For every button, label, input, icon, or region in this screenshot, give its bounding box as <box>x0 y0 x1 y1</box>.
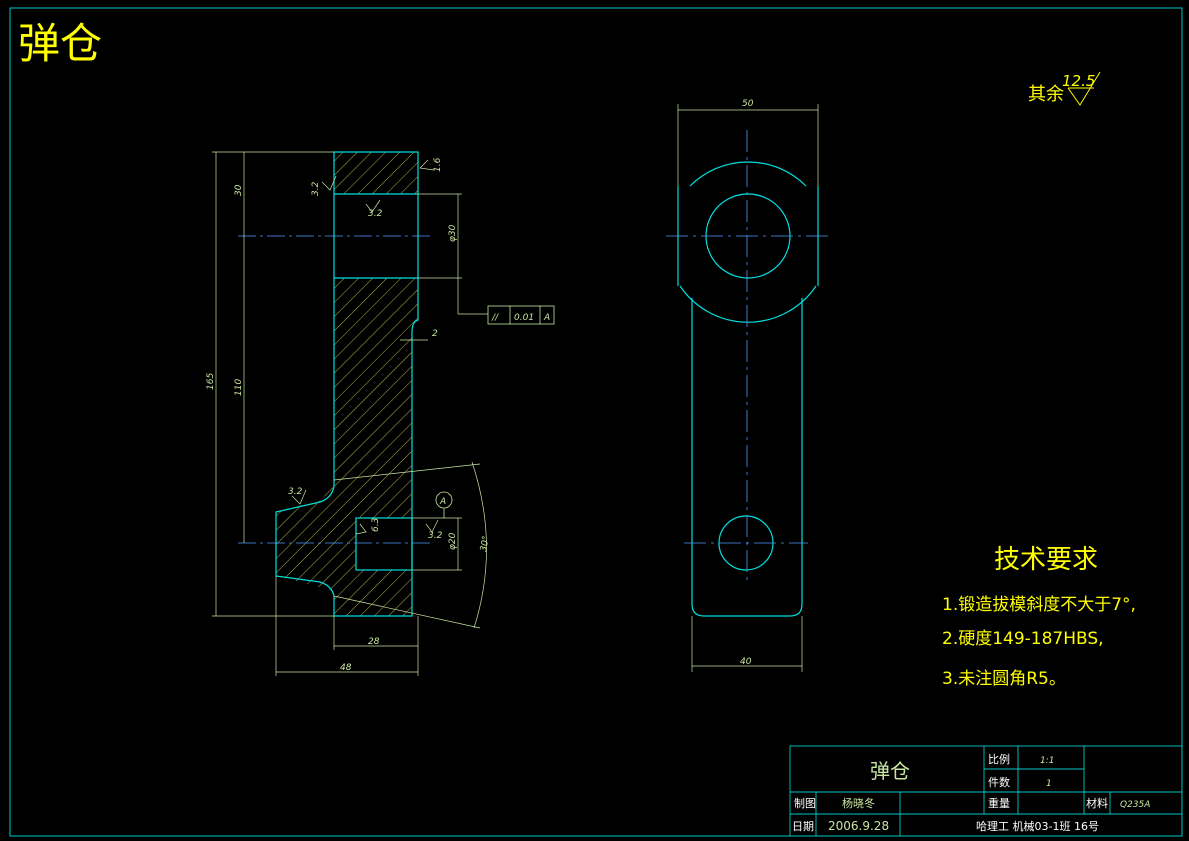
tb-date-value: 2006.9.28 <box>828 819 889 833</box>
tb-scale-value: 1:1 <box>1040 756 1054 766</box>
tolerance-value: 0.01 <box>514 313 534 323</box>
front-view: 50 40 <box>666 99 828 672</box>
tb-drawn-value: 杨晓冬 <box>842 796 875 810</box>
dim-base-inner: 28 <box>368 637 380 647</box>
dim-bottom-bore: φ20 <box>448 532 458 550</box>
dim-top-bore: φ30 <box>448 224 458 242</box>
tb-drawn-label: 制图 <box>794 797 816 810</box>
tolerance-datum: A <box>543 313 550 323</box>
tb-qty-label: 件数 <box>988 776 1010 789</box>
hatch-top <box>334 152 418 194</box>
roughness-mark-6: 3.2 <box>428 531 443 541</box>
dim-base-outer: 48 <box>340 663 352 673</box>
tb-material-value: Q235A <box>1120 800 1150 810</box>
roughness-mark-4: 3.2 <box>288 487 303 497</box>
datum-label: A <box>439 497 446 507</box>
dim-center-distance: 110 <box>234 379 244 396</box>
tolerance-symbol: // <box>491 313 499 323</box>
tech-heading: 技术要求 <box>994 545 1098 575</box>
tech-item-1: 1.锻造拔模斜度不大于7°, <box>942 595 1136 615</box>
dim-top-section: 30 <box>234 184 244 196</box>
section-view: 165 30 110 φ30 φ20 30° 28 48 2 3.2 1.6 3… <box>206 151 555 676</box>
dim-top-width: 50 <box>742 99 754 109</box>
tb-qty-value: 1 <box>1046 779 1052 789</box>
tech-item-2: 2.硬度149-187HBS, <box>942 629 1104 649</box>
roughness-symbol-icon <box>1067 71 1101 106</box>
bore-void <box>356 518 412 570</box>
roughness-mark-3: 3.2 <box>368 209 383 219</box>
drawing-frame <box>9 7 1183 837</box>
tb-date-label: 日期 <box>792 820 814 833</box>
dim-angle: 30° <box>479 535 492 552</box>
roughness-mark-5: 6.3 <box>371 517 381 532</box>
tb-scale-label: 比例 <box>988 752 1010 766</box>
roughness-mark-1: 3.2 <box>311 181 321 196</box>
roughness-value: 12.5 <box>1062 72 1095 90</box>
drawing-title: 弹仓 <box>18 19 102 68</box>
tech-requirements: 技术要求 1.锻造拔模斜度不大于7°, 2.硬度149-187HBS, 3.未注… <box>942 545 1136 689</box>
roughness-prefix: 其余 <box>1028 84 1064 105</box>
tb-part-name: 弹仓 <box>870 759 910 783</box>
tolerance-frame: // 0.01 A <box>487 305 555 325</box>
tb-school: 哈理工 机械03-1班 16号 <box>976 819 1099 833</box>
dim-bottom-width: 40 <box>740 657 752 667</box>
roughness-mark-2: 1.6 <box>433 157 443 172</box>
general-roughness-note: 其余 12.5 <box>1028 71 1101 106</box>
tb-weight-label: 重量 <box>988 796 1010 810</box>
dim-overall-height: 165 <box>206 373 216 390</box>
tb-material-label: 材料 <box>1086 796 1108 810</box>
title-block: 弹仓 比例 1:1 件数 1 制图 杨晓冬 重量 材料 Q235A 日期 200… <box>789 745 1183 837</box>
tech-item-3: 3.未注圆角R5。 <box>942 669 1066 689</box>
datum-marker: A <box>435 491 453 518</box>
dim-step: 2 <box>432 329 438 339</box>
